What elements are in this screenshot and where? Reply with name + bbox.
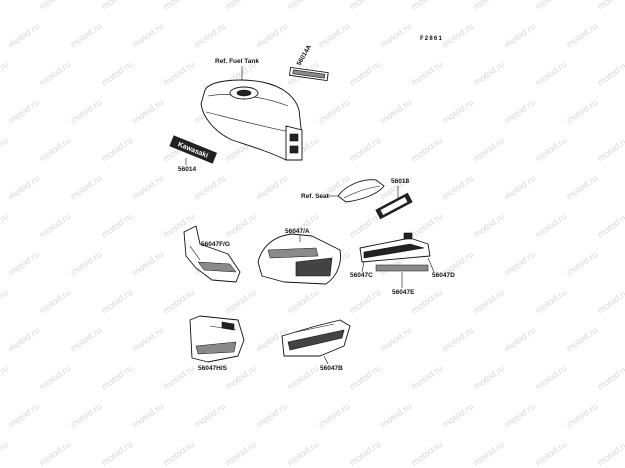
label-56047A: 56047/A [285,228,310,235]
tail-cowl-56047CD [359,232,431,263]
lower-cowl-56047HS [189,315,245,363]
leader-56047B [323,355,329,365]
decal-56018 [375,192,413,220]
label-56047B: 56047B [320,365,343,372]
label-56047C: 56047C [350,272,373,279]
label-56047D: 56047D [432,272,455,279]
leader-56047C [361,261,365,273]
label-56014: 56014 [178,166,196,173]
cowl-56047A [257,233,341,285]
belly-cowl-56047B [281,319,351,357]
label-56047E: 56047E [392,289,415,296]
cowl-56047FG [183,225,241,283]
seat-cowl-illustration [337,179,385,203]
label-56047FG: 56047F/G [201,241,230,248]
fuel-tank-illustration [200,79,303,161]
label-ref-fuel-tank: Ref. Fuel Tank [215,58,259,65]
leader-56047D [427,257,435,273]
decal-56014A [289,66,329,82]
label-ref-seat: Ref. Seat [301,193,330,200]
stripe-56047E [375,264,429,272]
label-56018: 56018 [391,178,409,185]
figure-code: F2861 [420,35,443,42]
label-56047HS: 56047H/S [198,365,228,372]
